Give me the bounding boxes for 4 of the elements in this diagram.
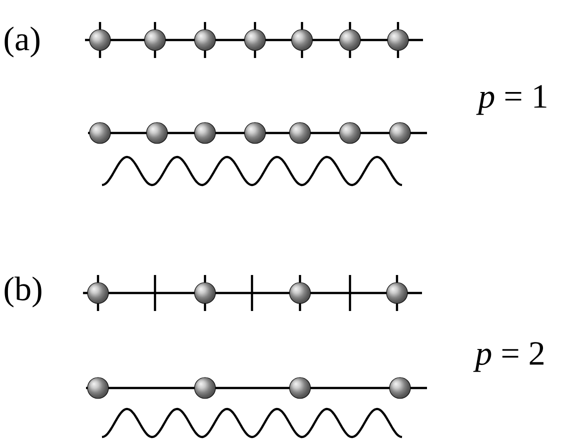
panel-label: p = 2 — [473, 342, 544, 372]
panel-label: (a) — [4, 26, 40, 58]
panel-label: p = 1 — [476, 85, 546, 115]
panel-label: (b) — [4, 276, 42, 308]
